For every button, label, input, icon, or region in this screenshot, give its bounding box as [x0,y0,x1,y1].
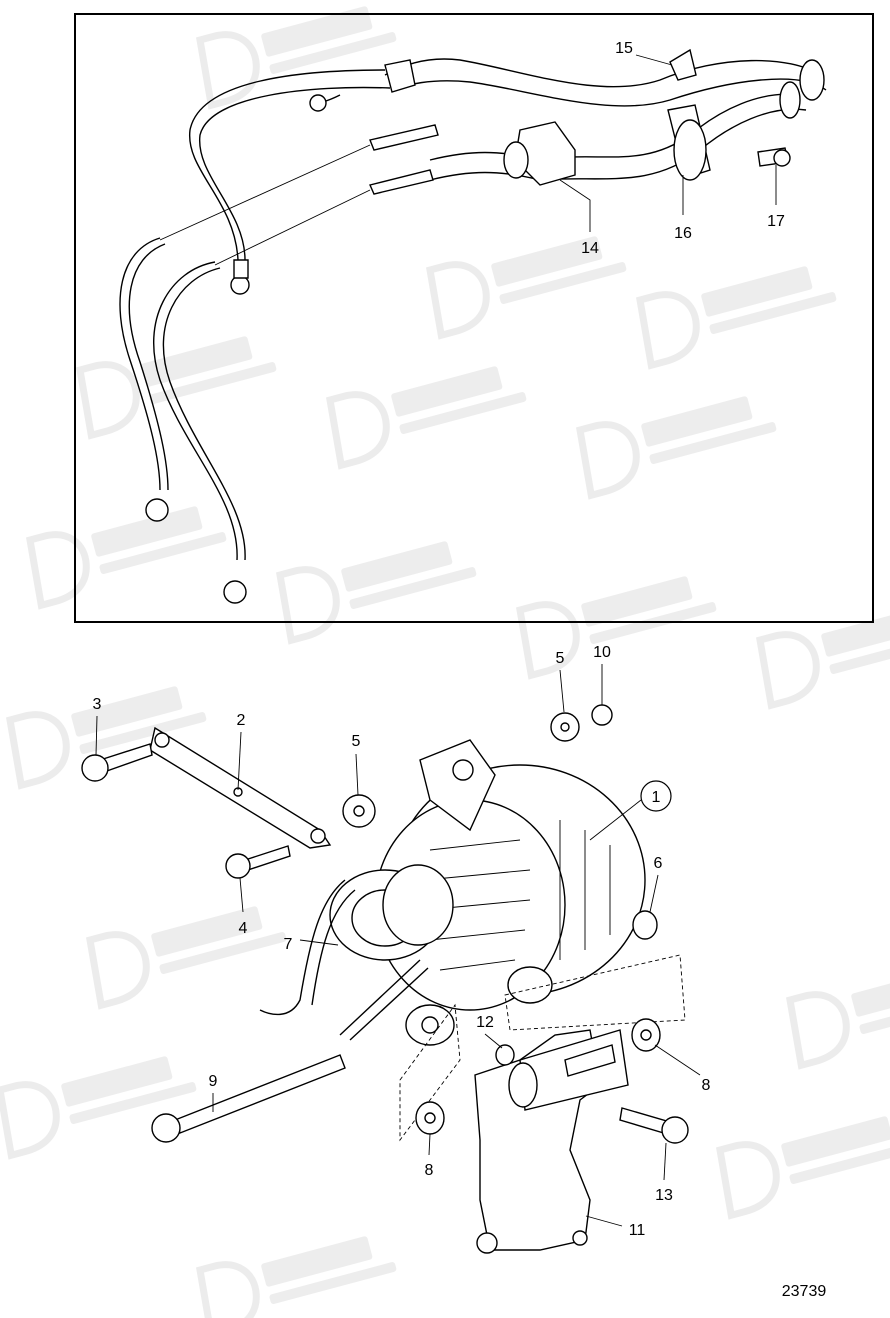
callout-1: 1 [652,789,661,806]
alternator-assembly [81,704,689,1254]
callout-16: 16 [674,225,692,242]
callout-labels: 15 14 16 17 5 10 3 2 5 1 6 4 7 12 8 9 8 … [93,40,785,1239]
callout-15: 15 [615,40,633,57]
cable-harness [119,48,827,604]
callout-13: 13 [655,1187,673,1204]
callout-circle [640,780,672,812]
callout-9: 9 [209,1073,218,1090]
drawing-number: 23739 [782,1283,827,1300]
callout-10: 10 [593,644,611,661]
callout-11: 11 [629,1222,646,1239]
callout-14: 14 [581,240,599,257]
leader-lines [95,54,777,1227]
detail-frame [74,13,874,623]
callout-4: 4 [239,920,248,937]
callout-5: 5 [556,650,565,667]
callout-7: 7 [284,936,293,953]
callout-8: 8 [702,1077,711,1094]
callout-2: 2 [237,712,246,729]
callout-8b: 8 [425,1162,434,1179]
callout-3: 3 [93,696,102,713]
callout-12: 12 [476,1014,494,1031]
callout-6: 6 [654,855,663,872]
callout-17: 17 [767,213,785,230]
callout-5b: 5 [352,733,361,750]
